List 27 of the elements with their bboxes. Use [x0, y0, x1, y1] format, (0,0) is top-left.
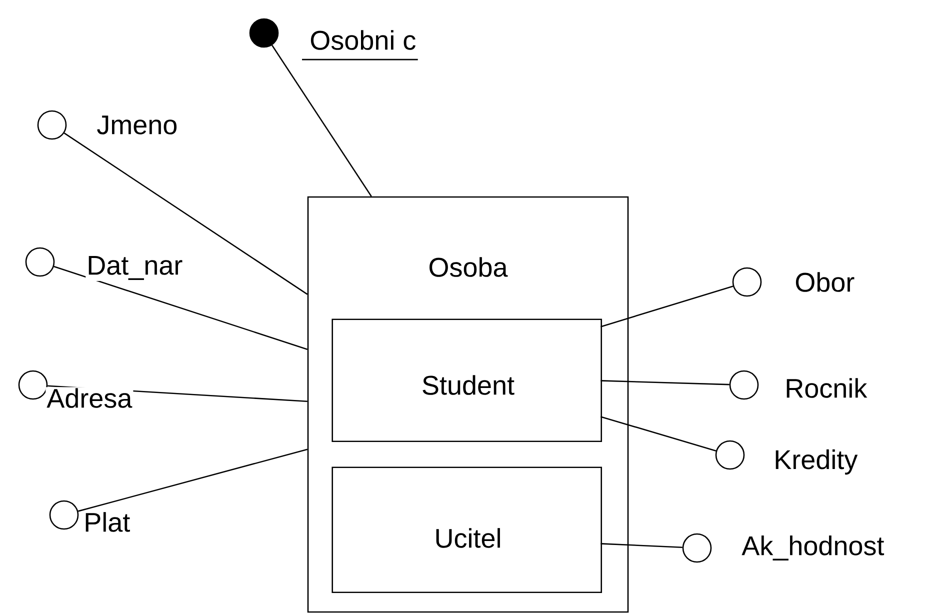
connector-line — [272, 44, 372, 197]
attribute-circle — [25, 247, 55, 277]
connector-line — [54, 266, 308, 350]
connector-line — [600, 380, 730, 386]
key-attribute-label: Osobni c — [302, 29, 418, 60]
attribute-label: Kredity — [772, 448, 859, 476]
attribute-label: Jmeno — [96, 114, 179, 136]
attribute-circle — [49, 500, 79, 530]
attribute-circle — [249, 18, 279, 48]
attribute-circle — [18, 370, 48, 400]
attribute-label: Plat — [82, 511, 132, 533]
entity-box: Ucitel — [332, 466, 602, 593]
attribute-label: Ak_hodnost — [740, 534, 886, 562]
attribute-circle — [732, 267, 762, 297]
attribute-circle — [682, 533, 712, 563]
attribute-label: Obor — [794, 271, 856, 293]
entity-box: Student — [332, 318, 602, 442]
connector-line — [64, 132, 308, 295]
attribute-label: Rocnik — [784, 377, 868, 399]
attribute-circle — [37, 110, 67, 140]
attribute-circle — [715, 440, 745, 470]
attribute-circle — [729, 370, 759, 400]
connector-line — [600, 416, 716, 452]
connector-line — [78, 448, 308, 512]
connector-line — [600, 286, 734, 328]
connector-line — [600, 543, 682, 548]
attribute-label: Dat_nar — [86, 255, 184, 281]
